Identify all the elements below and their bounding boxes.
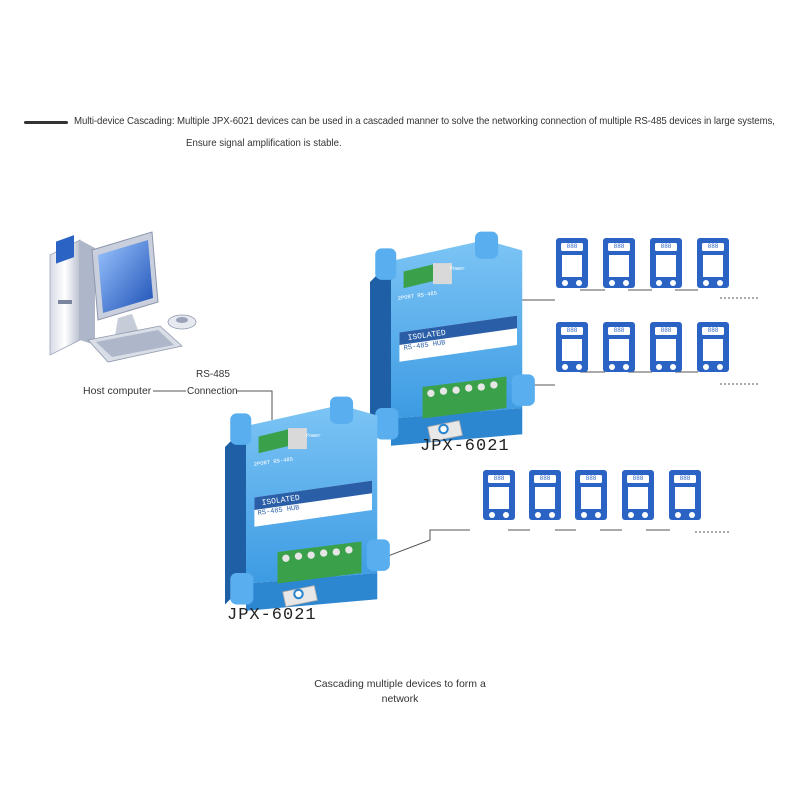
hub-device-upper xyxy=(369,231,536,447)
device-display-text: 888 xyxy=(680,475,691,482)
device-display-text: 888 xyxy=(708,243,719,250)
host-computer-icon xyxy=(49,231,197,363)
intro-line-1: Multi-device Cascading: Multiple JPX-602… xyxy=(74,115,775,127)
device-display-text: 888 xyxy=(494,475,505,482)
rs485-link-label-2: Connection xyxy=(187,386,238,397)
device-display-text: 888 xyxy=(708,327,719,334)
device-display-text: 888 xyxy=(614,243,625,250)
device-display-text: 888 xyxy=(661,327,672,334)
hub-upper-power-label: Power xyxy=(450,266,465,272)
device-display-text: 888 xyxy=(586,475,597,482)
header-bullet-dash xyxy=(24,121,68,124)
device-display-text: 888 xyxy=(633,475,644,482)
device-row-1 xyxy=(556,238,729,288)
intro-line-2: Ensure signal amplification is stable. xyxy=(186,137,342,149)
hub-upper-model-label: JPX-6021 xyxy=(420,437,510,456)
device-display-text: 888 xyxy=(567,243,578,250)
hub-lower-model-label: JPX-6021 xyxy=(227,606,317,625)
hub-lower-power-label: Power xyxy=(306,433,321,439)
device-display-text: 888 xyxy=(661,243,672,250)
device-display-text: 888 xyxy=(567,327,578,334)
rs485-link-label-1: RS-485 xyxy=(196,369,230,380)
diagram-caption: Cascading multiple devices to form a net… xyxy=(314,678,486,705)
device-display-text: 888 xyxy=(540,475,551,482)
host-computer-label: Host computer xyxy=(83,385,152,397)
device-row-2 xyxy=(556,322,729,372)
device-display-text: 888 xyxy=(614,327,625,334)
hub-device-lower xyxy=(224,396,391,612)
